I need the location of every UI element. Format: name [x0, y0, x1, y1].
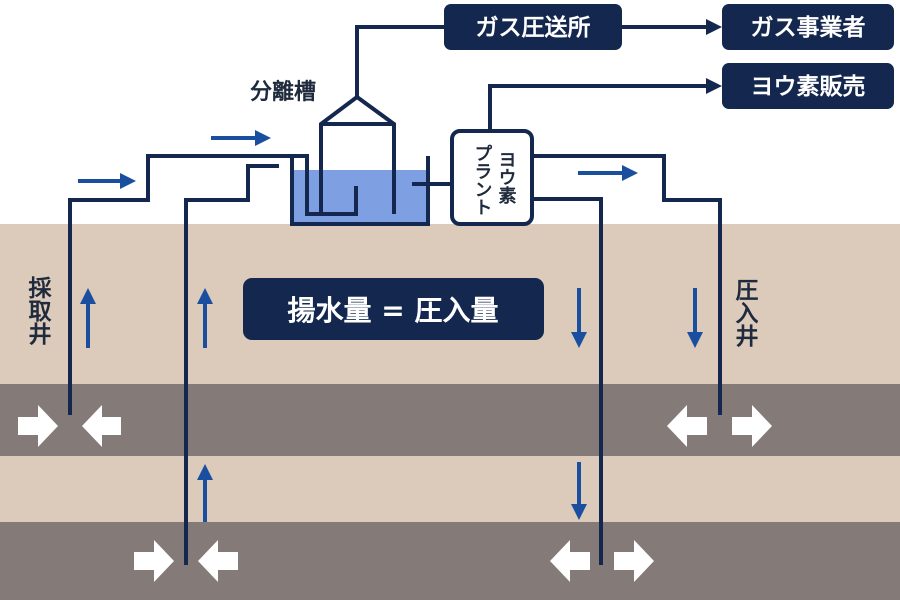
flow-arrow-icon [255, 130, 271, 146]
flow-arrow-icon [120, 173, 136, 189]
flow-arrow-icon [80, 288, 96, 304]
gas-pipe [355, 25, 444, 97]
gas-company-label: ガス事業者 [751, 14, 866, 41]
vertical-flow-arrows [80, 288, 703, 522]
flow-arrow-icon [197, 464, 213, 480]
formation-flow-arrows [18, 405, 772, 582]
flow-arrow-icon [578, 171, 622, 175]
water-outflow-arrow-icon [667, 405, 707, 447]
flow-arrow-icon [197, 288, 213, 304]
iodine-plant-label-line2: プラント [472, 144, 493, 216]
gas-company-box [722, 4, 894, 50]
flow-arrow-icon [203, 478, 207, 522]
separation-tank-label: 分離槽 [250, 79, 316, 105]
flow-arrow-icon [706, 78, 722, 94]
water-inflow-arrow-icon [198, 540, 238, 582]
gas-compression-label: ガス圧送所 [476, 14, 591, 41]
flow-arrow-icon [78, 179, 120, 183]
flow-arrow-icon [571, 504, 587, 520]
flow-arrow-icon [577, 288, 581, 332]
surface-flow-arrows [78, 130, 638, 189]
water-outflow-arrow-icon [732, 405, 772, 447]
ground-layer-light-middle [0, 456, 900, 522]
water-inflow-arrow-icon [18, 405, 58, 447]
production-pipe-deep [184, 164, 279, 565]
flow-arrow-icon [687, 332, 703, 348]
gas-compression-box [444, 4, 622, 50]
production-pipe-shallow [68, 154, 358, 415]
flow-arrow-icon [706, 19, 722, 35]
production-well-label: 採取井 [24, 276, 52, 346]
flow-arrow-icon [622, 165, 638, 181]
injection-pipe-shallow [532, 154, 722, 415]
injection-well-label: 圧入井 [731, 278, 759, 348]
water-inflow-arrow-icon [82, 405, 121, 447]
flow-arrow-icon [211, 136, 255, 140]
balance-equation: 揚水量 = 圧入量 [288, 294, 499, 327]
flow-arrow-icon [86, 302, 90, 348]
balance-box [243, 278, 544, 340]
separation-tank-body [290, 156, 430, 226]
iodine-export-pipe [488, 84, 706, 131]
flow-arrow-icon [577, 462, 581, 504]
water-outflow-arrow-icon [550, 540, 590, 582]
water-outflow-arrow-icon [614, 540, 654, 582]
flow-arrow-icon [571, 332, 587, 348]
flow-arrow-icon [203, 302, 207, 348]
iodine-plant-label-line1: ヨウ素 [496, 150, 517, 205]
water-inflow-arrow-icon [134, 540, 174, 582]
iodine-plant-box [450, 129, 534, 226]
iodine-sales-box [722, 63, 894, 109]
iodine-sales-label: ヨウ素販売 [751, 73, 866, 100]
flow-arrow-icon [693, 288, 697, 332]
